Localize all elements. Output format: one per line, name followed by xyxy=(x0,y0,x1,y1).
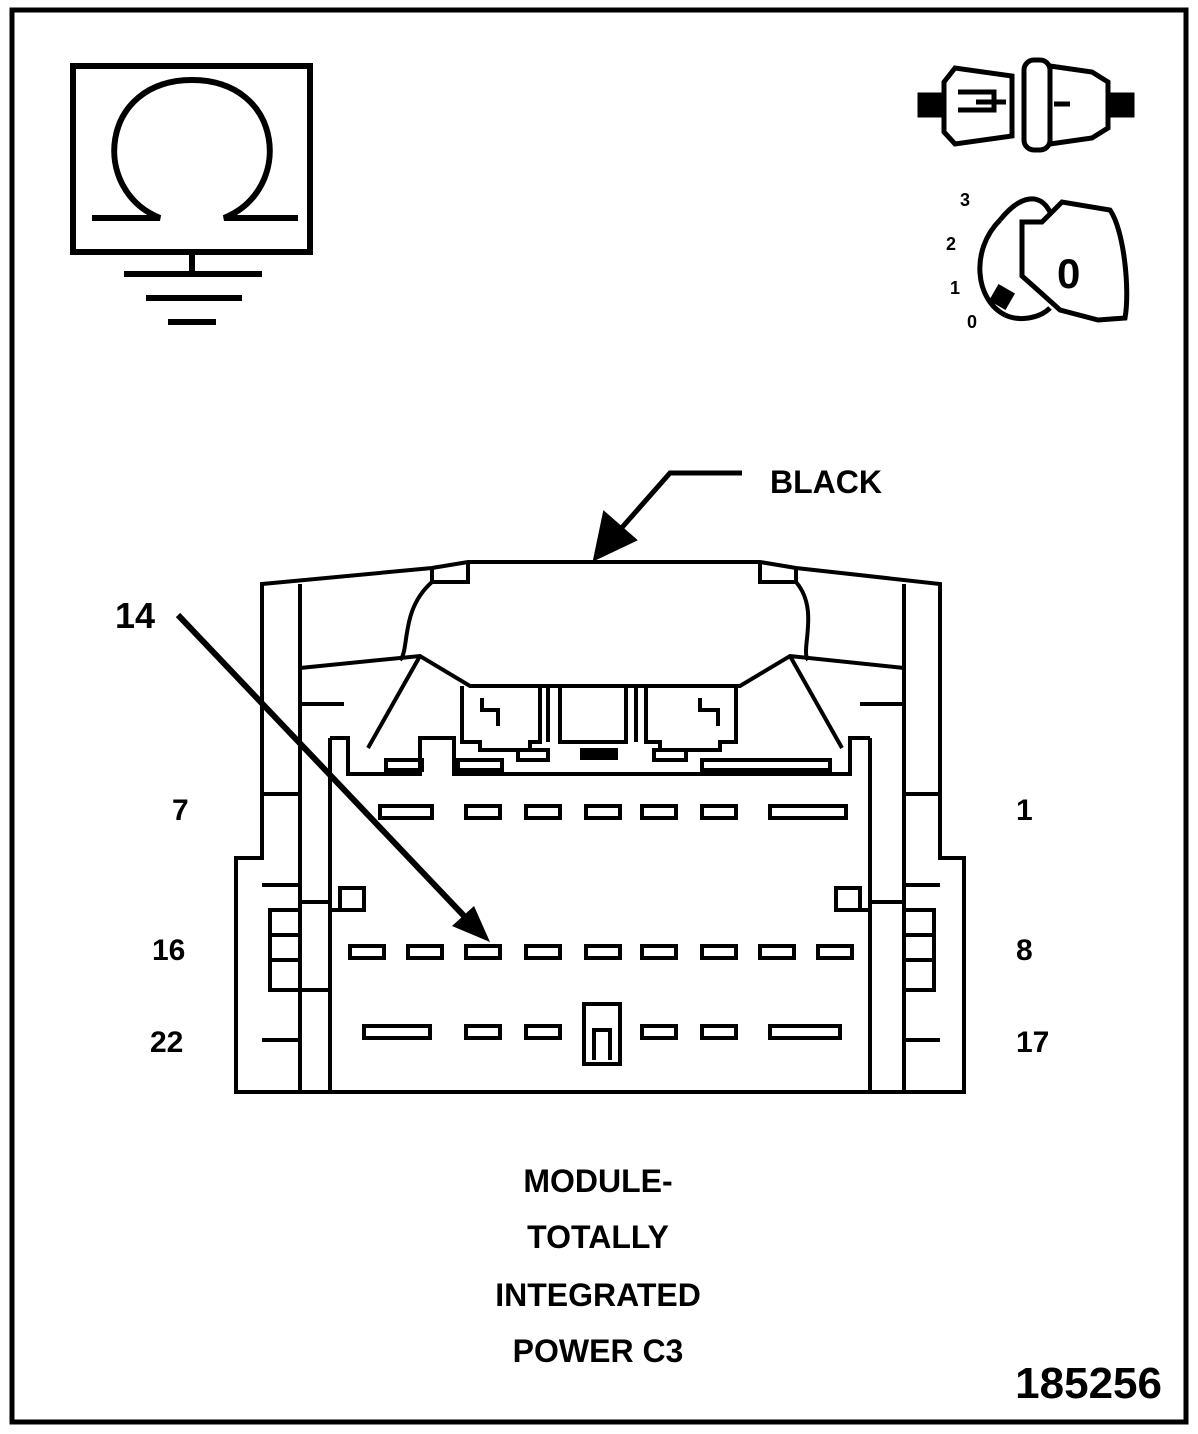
figure-number: 185256 xyxy=(1015,1359,1162,1408)
pin-14-label: 14 xyxy=(115,595,155,636)
ignition-key-icon xyxy=(977,196,1130,323)
ignition-key-label: 0 xyxy=(1057,250,1080,297)
pin-label-8: 8 xyxy=(1016,934,1033,967)
pin-label-7: 7 xyxy=(172,794,189,827)
caption-line-1: MODULE- xyxy=(523,1163,672,1199)
pin-row-middle xyxy=(348,944,854,960)
ignition-position-0: 0 xyxy=(967,312,977,332)
pin-label-16: 16 xyxy=(152,934,185,967)
pin-label-22: 22 xyxy=(150,1026,183,1059)
pin-row-bottom xyxy=(362,1002,842,1066)
pin-label-17: 17 xyxy=(1016,1026,1049,1059)
caption-line-3: INTEGRATED xyxy=(495,1277,701,1313)
color-callout-leader xyxy=(592,470,742,562)
outer-border xyxy=(9,7,1189,1425)
connector-caption: MODULE- TOTALLY INTEGRATED POWER C3 xyxy=(495,1163,701,1369)
ignition-position-3: 3 xyxy=(960,190,970,210)
ohm-ground-icon xyxy=(70,63,313,325)
pin-row-top xyxy=(378,804,848,820)
pin-label-1: 1 xyxy=(1016,794,1033,827)
caption-line-2: TOTALLY xyxy=(527,1219,669,1255)
pin-14-pointer xyxy=(175,612,490,942)
connector-color-label: BLACK xyxy=(770,464,882,500)
connector-body xyxy=(234,560,966,1094)
ignition-position-1: 1 xyxy=(950,278,960,298)
connector-disconnected-icon xyxy=(917,57,1135,153)
caption-line-4: POWER C3 xyxy=(513,1333,684,1369)
ignition-position-2: 2 xyxy=(946,234,956,254)
